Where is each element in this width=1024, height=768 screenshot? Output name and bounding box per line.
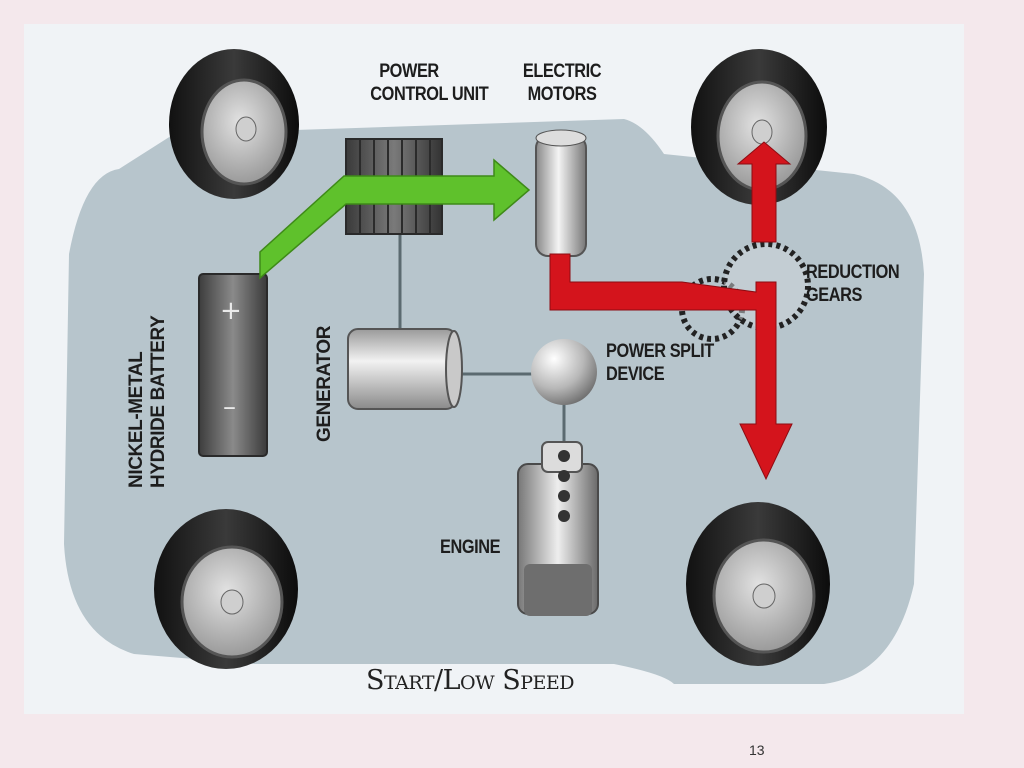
electric-motors-label: ELECTRIC MOTORS: [519, 60, 605, 106]
electric-motor-icon: [535, 129, 587, 257]
battery-label-line1: NICKEL-METAL: [126, 351, 147, 488]
engine-label: ENGINE: [440, 537, 501, 558]
electric-motors-label-line1: ELECTRIC: [522, 61, 602, 82]
engine-icon: [517, 441, 599, 616]
reduction-gears-label-line1: REDUCTION: [806, 262, 900, 283]
diagram-panel: POWER CONTROL UNIT ELECTRIC MOTORS REDUC…: [24, 24, 964, 714]
power-split-device-label-line1: POWER SPLIT: [606, 341, 714, 362]
diagram-caption: Start/Low Speed: [366, 665, 574, 696]
battery-negative-terminal: –: [223, 392, 236, 422]
reduction-gears-label-line2: GEARS: [806, 285, 862, 306]
battery-icon: [198, 273, 268, 457]
power-split-device-icon: [531, 339, 597, 405]
power-split-device-label: POWER SPLIT DEVICE: [606, 340, 714, 386]
tire-rear-right-icon: [686, 502, 830, 666]
hybrid-drivetrain-diagram: [64, 49, 924, 684]
generator-icon: [347, 328, 463, 410]
power-control-unit-label-line1: POWER: [379, 61, 439, 82]
reduction-gears-label: REDUCTION GEARS: [806, 261, 900, 307]
electric-flow-arrow: [259, 158, 531, 280]
power-control-unit-label: POWER CONTROL UNIT: [370, 60, 489, 106]
mechanical-flow-arrow: [549, 141, 793, 481]
tire-front-left-icon: [169, 49, 299, 199]
battery-label-line2: HYDRIDE BATTERY: [148, 315, 169, 488]
electric-motors-label-line2: MOTORS: [527, 84, 597, 105]
tire-rear-left-icon: [154, 509, 298, 669]
power-control-unit-label-line2: CONTROL UNIT: [370, 84, 489, 105]
connection-lines: [398, 234, 566, 444]
page-number: 13: [749, 742, 765, 758]
battery-label: NICKEL-METAL HYDRIDE BATTERY: [126, 316, 170, 488]
generator-label: GENERATOR: [314, 325, 335, 442]
battery-positive-terminal: +: [220, 296, 242, 326]
power-split-device-label-line2: DEVICE: [606, 364, 665, 385]
